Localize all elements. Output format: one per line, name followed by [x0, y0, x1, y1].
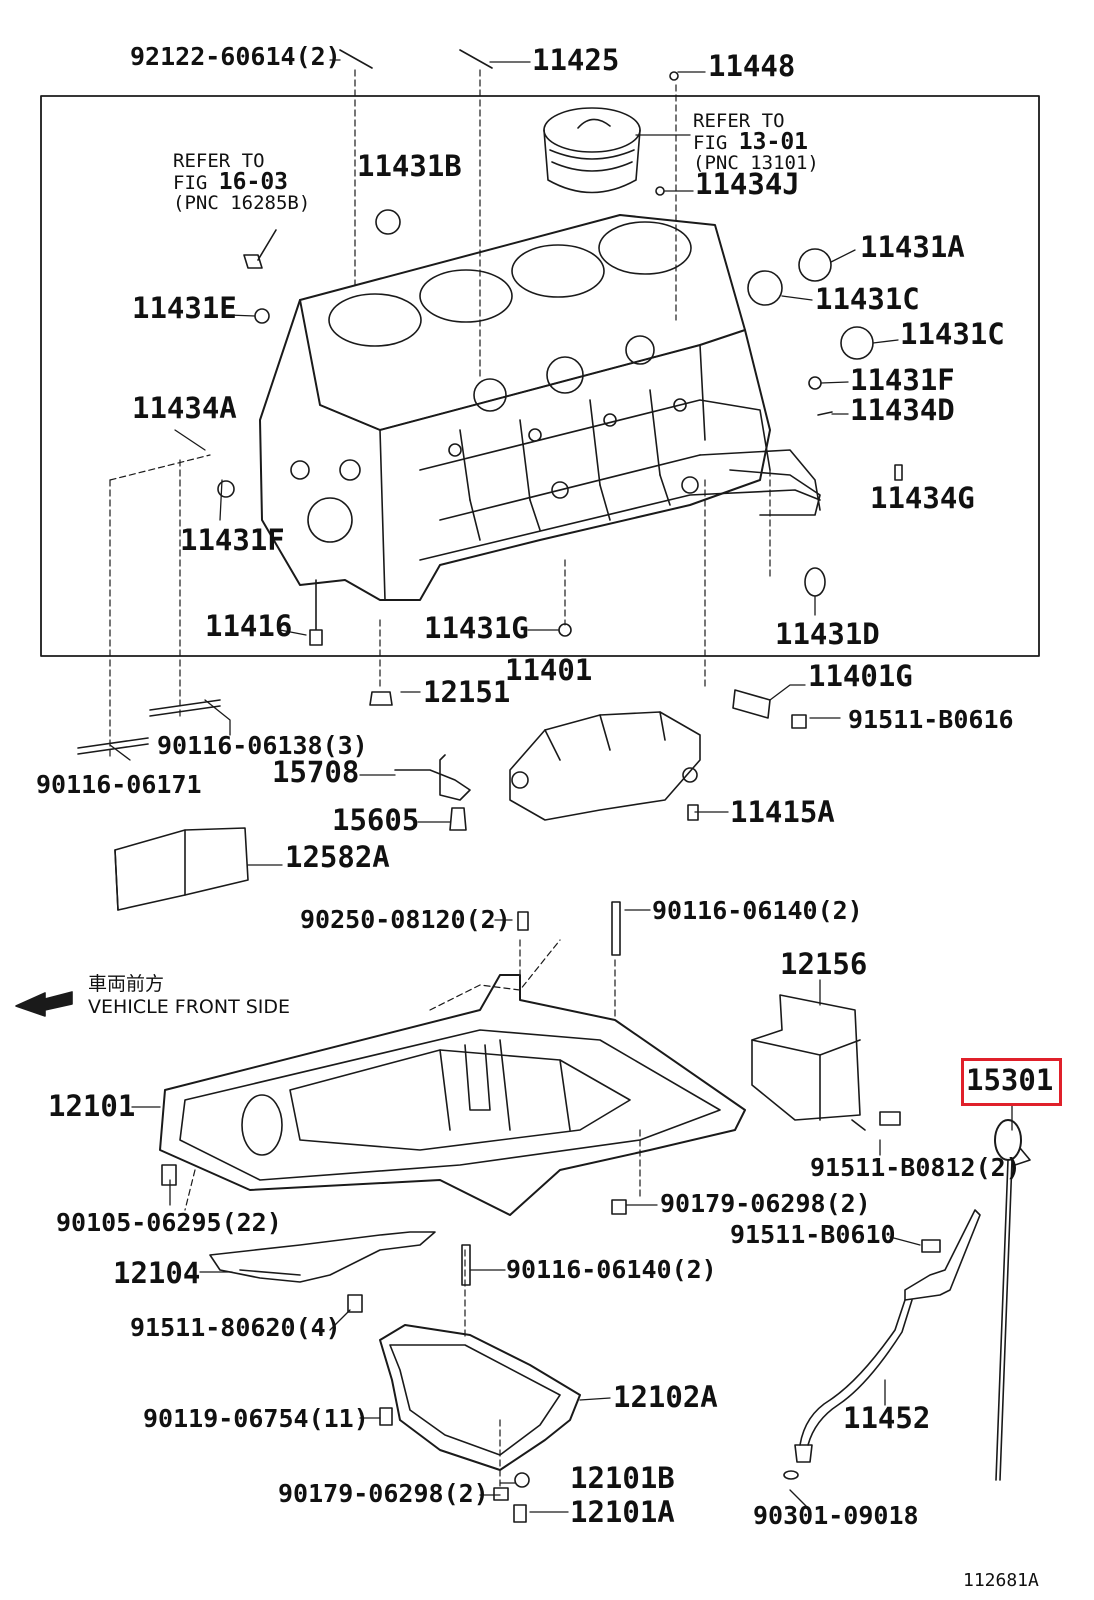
lower-parts [15, 689, 1031, 1523]
part-label-11431A: 11431A [860, 230, 965, 264]
part-label-12102A: 12102A [613, 1380, 718, 1414]
part-label-12101A: 12101A [570, 1495, 675, 1529]
part-label-15301[interactable]: 15301 [966, 1063, 1054, 1097]
part-label-12104: 12104 [113, 1256, 201, 1290]
part-label-91511-B0812: 91511-B0812(2) [810, 1153, 1021, 1182]
part-label-92122-60614: 92122-60614(2) [130, 42, 341, 71]
part-label-11452: 11452 [843, 1401, 931, 1435]
part-label-90119-06754: 90119-06754(11) [143, 1404, 369, 1433]
part-label-90179-06298-upper: 90179-06298(2) [660, 1189, 871, 1218]
part-label-12156: 12156 [780, 947, 868, 981]
part-label-90116-06140-lower: 90116-06140(2) [506, 1255, 717, 1284]
part-label-11434J: 11434J [695, 167, 800, 201]
cylinder-block-illustration [259, 214, 821, 601]
part-label-11434D: 11434D [850, 393, 955, 427]
part-label-11416: 11416 [205, 609, 293, 643]
part-label-12101B: 12101B [570, 1461, 675, 1495]
part-label-90301-09018: 90301-09018 [753, 1501, 919, 1530]
part-label-11448: 11448 [708, 49, 796, 83]
part-label-11431E: 11431E [132, 291, 237, 325]
part-label-90179-06298-lower: 90179-06298(2) [278, 1479, 489, 1508]
highlight-box-15301 [961, 1058, 1062, 1106]
cylinder-block-frame [40, 95, 1040, 657]
part-label-12101: 12101 [48, 1089, 136, 1123]
figure-number: 112681A [963, 1570, 1039, 1591]
part-label-91511-B0616: 91511-B0616 [848, 705, 1014, 734]
part-label-11431C-upper: 11431C [815, 282, 920, 316]
piston-illustration [543, 107, 641, 194]
part-label-11431F-right: 11431F [850, 363, 955, 397]
part-label-11431B: 11431B [357, 149, 462, 183]
part-label-15605: 15605 [332, 803, 420, 837]
reference-fig-16-03: REFER TO FIG 16-03 (PNC 16285B) [173, 150, 311, 214]
part-label-91511-B0610: 91511-B0610 [730, 1220, 896, 1249]
vehicle-front-indicator: 車両前方 VEHICLE FRONT SIDE [88, 973, 291, 1018]
leader-lines [109, 59, 1013, 1513]
part-label-11434G: 11434G [870, 481, 975, 515]
part-label-15708: 15708 [272, 755, 360, 789]
small-block-parts [217, 49, 903, 646]
part-label-11401G: 11401G [808, 659, 913, 693]
part-label-11434A: 11434A [132, 391, 237, 425]
part-label-11431C-lower: 11431C [900, 317, 1005, 351]
part-label-12151: 12151 [423, 675, 511, 709]
part-label-90116-06140-upper: 90116-06140(2) [652, 896, 863, 925]
part-label-11431F-left: 11431F [180, 523, 285, 557]
part-label-12582A: 12582A [285, 840, 390, 874]
part-label-90105-06295: 90105-06295(22) [56, 1208, 282, 1237]
part-label-11431G: 11431G [424, 611, 529, 645]
part-label-90116-06171: 90116-06171 [36, 770, 202, 799]
part-label-11415A: 11415A [730, 795, 835, 829]
part-label-90250-08120: 90250-08120(2) [300, 905, 511, 934]
part-label-90116-06138: 90116-06138(3) [157, 731, 368, 760]
reference-fig-13-01: REFER TO FIG 13-01 (PNC 13101) [693, 110, 819, 174]
part-label-11425: 11425 [532, 43, 620, 77]
part-label-11401: 11401 [505, 653, 593, 687]
part-label-11431D: 11431D [775, 617, 880, 651]
part-label-91511-80620: 91511-80620(4) [130, 1313, 341, 1342]
